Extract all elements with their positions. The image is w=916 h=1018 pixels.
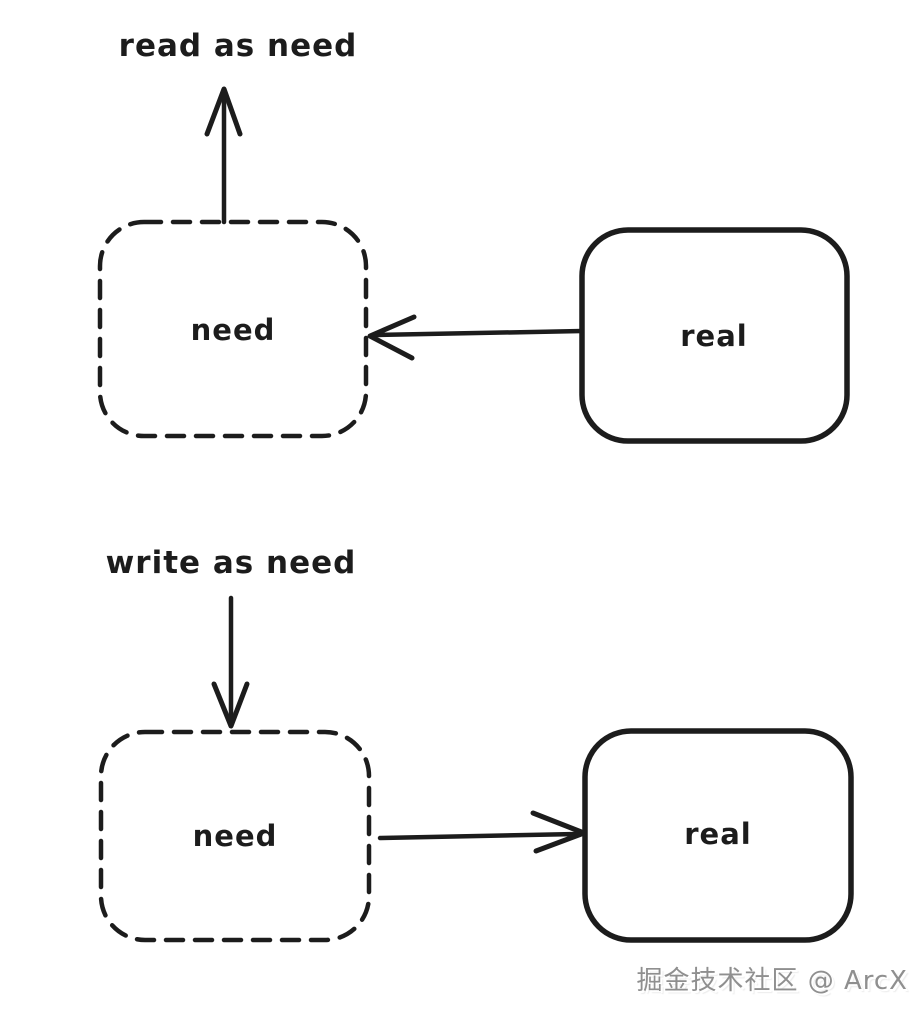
read-caption: read as need: [118, 28, 358, 64]
need-label-bottom: need: [192, 819, 278, 853]
real-label-bottom: real: [684, 817, 752, 851]
real-box-bottom: [582, 728, 854, 943]
need-to-real-arrow: [377, 810, 587, 854]
real-to-need-arrow: [367, 314, 585, 361]
need-box-bottom: [98, 729, 372, 943]
write-caption: write as need: [105, 545, 357, 581]
watermark: 掘金技术社区 @ ArcX: [636, 966, 908, 996]
write-down-arrow: [211, 595, 250, 729]
read-up-arrow: [204, 86, 243, 225]
real-box-top: [579, 227, 850, 444]
need-box-top: [97, 219, 369, 439]
real-label-top: real: [680, 319, 748, 353]
need-label-top: need: [190, 313, 276, 347]
